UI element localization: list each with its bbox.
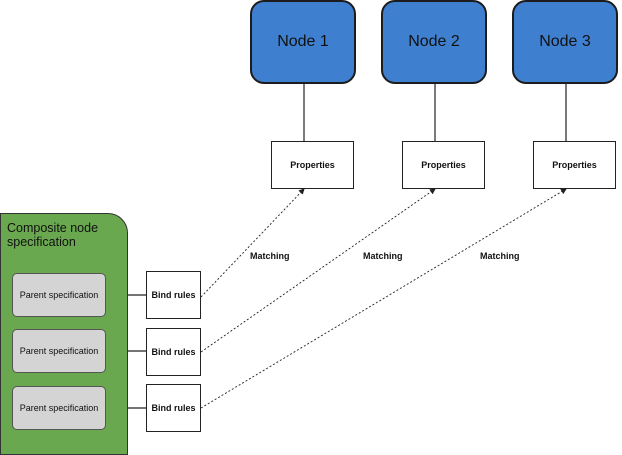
- node-3-label: Node 3: [539, 33, 591, 50]
- matching-label-1: Matching: [250, 251, 290, 261]
- properties-box-3: Properties: [533, 141, 616, 189]
- bind-rules-box-2: Bind rules: [146, 328, 201, 376]
- parent-specification-2: Parent specification: [12, 329, 106, 373]
- properties-label-3: Properties: [552, 160, 597, 170]
- parent-label-3: Parent specification: [19, 403, 99, 413]
- properties-box-2: Properties: [402, 141, 485, 189]
- bind-rules-label-1: Bind rules: [151, 290, 196, 300]
- matching-arrow-1: [200, 188, 305, 298]
- node-1-box: Node 1: [250, 0, 356, 84]
- parent-specification-3: Parent specification: [12, 386, 106, 430]
- bind-rules-label-2: Bind rules: [151, 347, 196, 357]
- properties-box-1: Properties: [271, 141, 354, 189]
- matching-label-3: Matching: [480, 251, 520, 261]
- node-2-box: Node 2: [381, 0, 487, 84]
- node-3-box: Node 3: [512, 0, 618, 84]
- bind-rules-label-3: Bind rules: [151, 403, 196, 413]
- matching-label-2: Matching: [363, 251, 403, 261]
- matching-arrow-3: [200, 188, 567, 409]
- node-1-label: Node 1: [277, 33, 329, 50]
- parent-label-2: Parent specification: [19, 346, 99, 356]
- node-2-label: Node 2: [408, 33, 460, 50]
- properties-label-2: Properties: [421, 160, 466, 170]
- parent-label-1: Parent specification: [19, 290, 99, 300]
- matching-arrow-2: [200, 188, 436, 353]
- parent-specification-1: Parent specification: [12, 273, 106, 317]
- bind-rules-box-1: Bind rules: [146, 271, 201, 319]
- properties-label-1: Properties: [290, 160, 335, 170]
- composite-title: Composite node specification: [7, 221, 99, 249]
- bind-rules-box-3: Bind rules: [146, 384, 201, 432]
